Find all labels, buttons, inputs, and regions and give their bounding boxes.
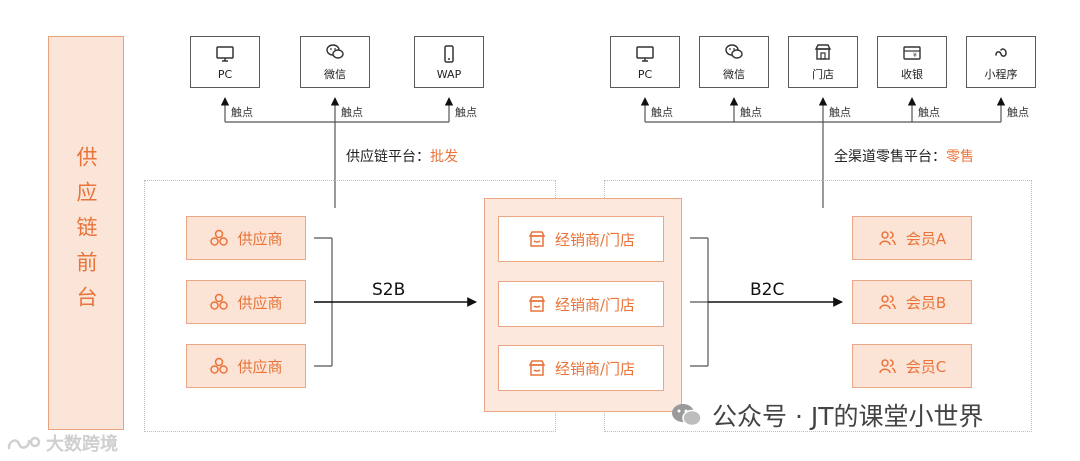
touch-label: 触点 xyxy=(231,106,253,119)
member-label: 会员A xyxy=(905,229,947,248)
touchpoint-label: 微信 xyxy=(324,68,346,81)
touchpoint-wechat-right: 微信 xyxy=(699,36,769,88)
members-icon xyxy=(879,359,896,374)
member-node: 会员C xyxy=(852,344,972,388)
dealer-node: 经销商/门店 xyxy=(498,281,664,327)
touch-label: 触点 xyxy=(1007,106,1029,119)
svg-text:¥: ¥ xyxy=(913,52,917,59)
wechat-icon xyxy=(672,404,702,427)
member-label: 会员C xyxy=(905,357,947,376)
supplier-node: 供应商 xyxy=(186,216,306,260)
touchpoint-pc-right: PC xyxy=(610,36,680,88)
watermark: 公众号 · JT的课堂小世界 xyxy=(670,400,984,431)
supplier-node: 供应商 xyxy=(186,344,306,388)
right-platform-label: 全渠道零售平台：零售 xyxy=(834,149,974,165)
store-icon xyxy=(528,360,546,376)
members-icon xyxy=(879,231,896,246)
supplier-icon xyxy=(210,229,229,246)
touchpoint-label: 收银 xyxy=(901,68,923,81)
touchpoint-mini-program: 小程序 xyxy=(966,36,1036,88)
side-banner: 供应链前台 xyxy=(48,36,124,430)
supplier-label: 供应商 xyxy=(237,229,283,248)
touchpoint-label: 门店 xyxy=(812,68,834,81)
cashier-icon: ¥ xyxy=(903,46,921,60)
dealer-label: 经销商/门店 xyxy=(554,295,636,314)
watermark-text: 公众号 · JT的课堂小世界 xyxy=(712,402,984,431)
side-banner-text: 供应链前台 xyxy=(74,145,98,321)
dealer-node: 经销商/门店 xyxy=(498,345,664,391)
member-label: 会员B xyxy=(905,293,947,312)
touchpoint-store: 门店 xyxy=(788,36,858,88)
mini-program-icon xyxy=(995,48,1007,57)
touchpoint-label: PC xyxy=(637,67,653,81)
dealer-label: 经销商/门店 xyxy=(554,359,636,378)
supplier-icon xyxy=(210,357,229,374)
touchpoint-cashier: ¥ 收银 xyxy=(877,36,947,88)
touch-label: 触点 xyxy=(455,106,477,119)
wechat-icon xyxy=(725,44,743,59)
supplier-node: 供应商 xyxy=(186,280,306,324)
logo-icon xyxy=(7,436,41,450)
left-platform-label: 供应链平台：批发 xyxy=(346,149,458,165)
touch-label: 触点 xyxy=(740,106,762,119)
watermark-logo-text: 大数跨境 xyxy=(46,434,118,455)
phone-icon xyxy=(444,44,454,63)
watermark-logo: 大数跨境 xyxy=(6,430,118,456)
touchpoint-label: PC xyxy=(217,67,233,81)
supplier-label: 供应商 xyxy=(237,357,283,376)
touchpoint-label: 小程序 xyxy=(984,68,1018,81)
flow-label-b2c: B2C xyxy=(750,280,785,300)
store-icon xyxy=(528,296,546,312)
monitor-icon xyxy=(216,45,234,62)
flow-label-s2b: S2B xyxy=(372,280,406,300)
touchpoint-label: WAP xyxy=(436,67,462,81)
supplier-label: 供应商 xyxy=(237,293,283,312)
member-node: 会员B xyxy=(852,280,972,324)
members-icon xyxy=(879,295,896,310)
touchpoint-wap-left: WAP xyxy=(414,36,484,88)
touchpoint-label: 微信 xyxy=(723,68,745,81)
touch-label: 触点 xyxy=(341,106,363,119)
supplier-icon xyxy=(210,293,229,310)
touch-label: 触点 xyxy=(829,106,851,119)
dealer-label: 经销商/门店 xyxy=(554,230,636,249)
monitor-icon xyxy=(636,45,654,62)
touch-label: 触点 xyxy=(918,106,940,119)
member-node: 会员A xyxy=(852,216,972,260)
store-icon xyxy=(528,231,546,247)
wechat-icon xyxy=(326,44,344,59)
dealer-node: 经销商/门店 xyxy=(498,216,664,262)
touch-label: 触点 xyxy=(651,106,673,119)
touchpoint-pc-left: PC xyxy=(190,36,260,88)
touchpoint-wechat-left: 微信 xyxy=(300,36,370,88)
store-icon xyxy=(814,44,832,60)
